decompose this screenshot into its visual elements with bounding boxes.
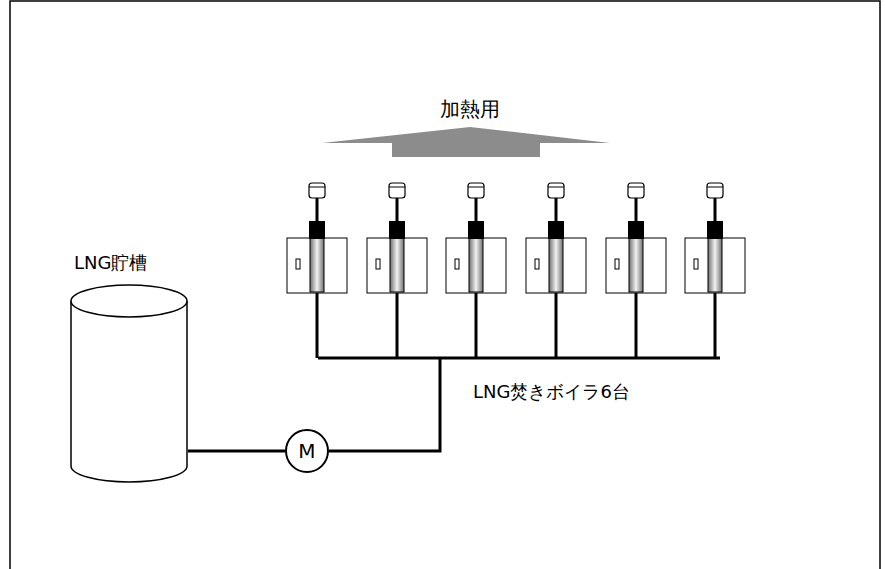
cap — [389, 183, 405, 198]
arrow-head — [322, 127, 610, 143]
boiler — [606, 183, 666, 358]
burner — [548, 221, 564, 239]
door — [535, 259, 539, 269]
furnace-tube — [708, 232, 722, 292]
door — [694, 259, 698, 269]
pipe — [475, 293, 478, 358]
boiler-count-label: LNG焚きボイラ6台 — [473, 380, 630, 404]
stack — [316, 198, 319, 221]
cap — [707, 183, 723, 198]
furnace-tube — [390, 232, 404, 292]
burner — [628, 221, 644, 239]
cap — [628, 183, 644, 198]
cap-rim — [707, 187, 723, 188]
cap — [468, 183, 484, 198]
door — [455, 259, 459, 269]
furnace-tube — [549, 232, 563, 292]
cap — [309, 183, 325, 198]
arrow-stem — [392, 143, 540, 157]
cap-rim — [389, 187, 405, 188]
boiler — [685, 183, 745, 358]
stack — [475, 198, 478, 221]
cap-rim — [309, 187, 325, 188]
stack — [714, 198, 717, 221]
burner — [309, 221, 325, 239]
burner — [389, 221, 405, 239]
tank-label: LNG貯槽 — [70, 252, 188, 274]
cap-rim — [548, 187, 564, 188]
motor-letter: M — [298, 440, 315, 462]
tank-wall — [71, 301, 187, 482]
door — [376, 259, 380, 269]
cap — [548, 183, 564, 198]
frame — [10, 1, 880, 569]
pipe-connector — [188, 450, 285, 453]
cap-rim — [628, 187, 644, 188]
gas-pipe — [318, 358, 720, 451]
boilers — [287, 183, 745, 358]
boiler — [526, 183, 586, 358]
door — [615, 259, 619, 269]
pipe — [316, 293, 319, 358]
burner — [468, 221, 484, 239]
door — [296, 259, 300, 269]
pipe — [396, 293, 399, 358]
boiler — [287, 183, 347, 358]
furnace-tube — [629, 232, 643, 292]
stack — [396, 198, 399, 221]
furnace-tube — [469, 232, 483, 292]
heat-use-label: 加熱用 — [440, 96, 500, 123]
boiler — [367, 183, 427, 358]
boiler — [446, 183, 506, 358]
pipe — [714, 293, 717, 358]
storage-tank: LNG貯槽 — [70, 252, 188, 484]
stack — [635, 198, 638, 221]
pipe — [555, 293, 558, 358]
cap-rim — [468, 187, 484, 188]
tank-cylinder — [70, 284, 188, 484]
stack — [555, 198, 558, 221]
furnace-tube — [310, 232, 324, 292]
tank-top — [71, 285, 187, 317]
motor-circle: M — [285, 429, 329, 473]
burner — [707, 221, 723, 239]
pipe — [635, 293, 638, 358]
